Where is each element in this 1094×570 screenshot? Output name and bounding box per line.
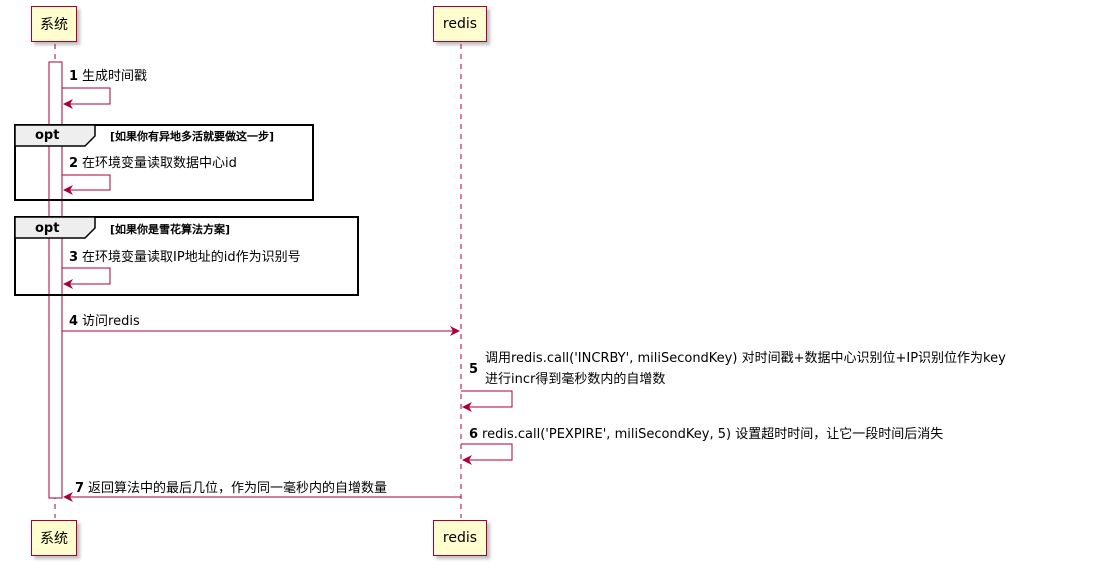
message-6-text: redis.call('PEXPIRE', miliSecondKey, 5) … xyxy=(482,427,944,442)
message-3-arrow xyxy=(62,267,111,289)
message-5-line2: 进行incr得到毫秒数内的自增数 xyxy=(485,372,666,387)
opt-fragment-2 xyxy=(14,216,359,296)
message-1-text: 生成时间戳 xyxy=(82,69,148,84)
message-4-number: 4 xyxy=(69,314,79,329)
activation-bar-system xyxy=(48,61,63,499)
participant-redis-bottom: redis xyxy=(433,520,487,556)
participant-redis-top: redis xyxy=(433,6,487,42)
opt-1-keyword: opt xyxy=(35,128,60,143)
opt-2-guard: [如果你是雪花算法方案] xyxy=(110,223,231,236)
message-6-number: 6 xyxy=(469,427,479,442)
participant-system-bottom: 系统 xyxy=(31,520,77,556)
message-5-line1: 调用redis.call('INCRBY', miliSecondKey) 对时… xyxy=(485,351,1006,366)
message-1-number: 1 xyxy=(69,69,79,84)
opt-2-keyword: opt xyxy=(35,221,60,236)
message-1-arrow xyxy=(62,87,111,109)
participant-system-top: 系统 xyxy=(31,6,77,42)
participant-redis-label: redis xyxy=(442,16,478,32)
participant-redis-label: redis xyxy=(442,530,478,546)
message-5-arrow xyxy=(461,390,513,412)
message-3-number: 3 xyxy=(69,250,79,265)
participant-system-label: 系统 xyxy=(40,17,68,33)
opt-fragment-1 xyxy=(14,124,314,201)
message-2-arrow xyxy=(62,174,111,195)
message-6-arrow xyxy=(461,443,513,465)
message-5-number: 5 xyxy=(469,362,479,377)
opt-1-guard: [如果你有异地多活就要做这一步] xyxy=(110,130,275,143)
message-3-text: 在环境变量读取IP地址的id作为识别号 xyxy=(82,250,301,265)
message-7-number: 7 xyxy=(75,481,85,496)
message-4-text: 访问redis xyxy=(82,314,140,329)
message-2-number: 2 xyxy=(69,156,79,171)
participant-system-label: 系统 xyxy=(40,531,68,547)
message-7-text: 返回算法中的最后几位，作为同一毫秒内的自增数量 xyxy=(88,481,388,496)
message-2-text: 在环境变量读取数据中心id xyxy=(82,156,237,171)
